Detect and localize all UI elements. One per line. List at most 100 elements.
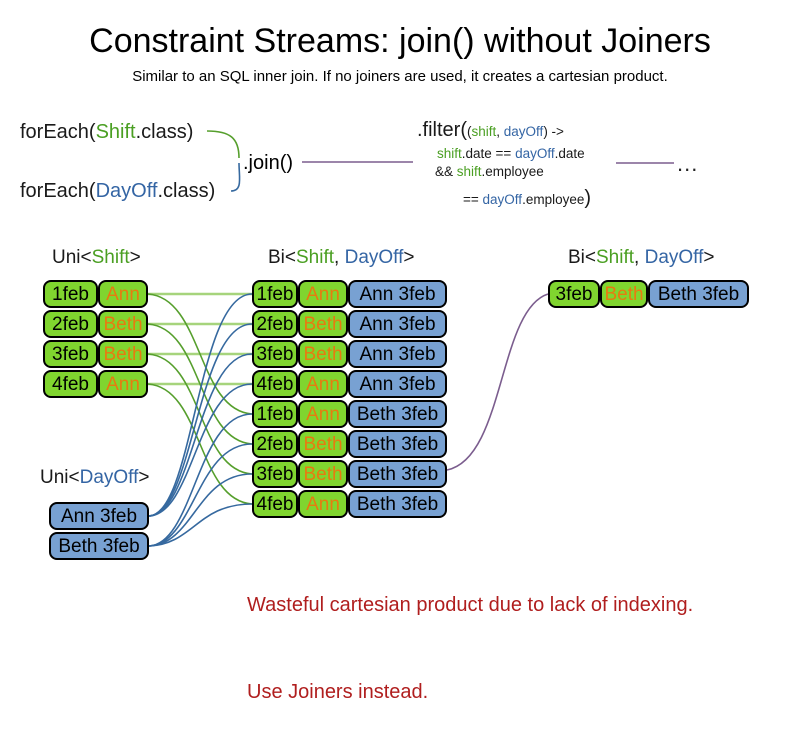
code-ellipsis: ... — [677, 151, 699, 176]
header-text: > — [703, 247, 715, 268]
code-text: == — [463, 192, 483, 207]
bi-row-cell-date: 3feb — [252, 340, 298, 368]
connector-lines-layer — [147, 130, 674, 547]
dayoff-link-curve — [148, 323, 253, 517]
bi-result-row-cell-emp: Beth — [600, 280, 648, 308]
uni-shift-row-cell-emp: Beth — [98, 310, 148, 338]
bi-result-row-cell-off: Beth 3feb — [648, 280, 749, 308]
code-text: .class) — [135, 121, 194, 143]
join-bracket-dayoff-line — [230, 162, 241, 192]
bi-row-cell-off: Beth 3feb — [348, 400, 447, 428]
code-text: .date == — [461, 146, 516, 161]
page-subtitle: Similar to an SQL inner join. If no join… — [132, 68, 668, 85]
bi-row-cell-date: 3feb — [252, 460, 298, 488]
bi-row-cell-off: Ann 3feb — [348, 340, 447, 368]
code-text-shift-param: shift — [471, 124, 497, 139]
header-text-shift: Shift — [596, 247, 635, 268]
bi-row-cell-emp: Ann — [298, 370, 348, 398]
header-text: Uni< — [40, 467, 80, 488]
shift-link-curve — [147, 323, 253, 445]
join-bracket-shift-line — [206, 130, 240, 159]
code-text: .employee — [522, 192, 585, 207]
dayoff-link-curve — [148, 413, 253, 547]
code-text: ) -> — [543, 124, 564, 139]
bi-row-cell-date: 2feb — [252, 310, 298, 338]
bi-row-cell-date: 2feb — [252, 430, 298, 458]
header-text: > — [403, 247, 415, 268]
header-text-dayoff: DayOff — [79, 467, 139, 488]
bi-row-cell-off: Ann 3feb — [348, 280, 447, 308]
code-text: .employee — [481, 164, 544, 179]
code-text: , — [496, 124, 504, 139]
code-text: .date — [554, 146, 585, 161]
code-text: forEach( — [20, 180, 96, 202]
bi-row-cell-date: 4feb — [252, 370, 298, 398]
code-filter-line3: && shift.employee — [435, 164, 544, 180]
bi-row-cell-off: Ann 3feb — [348, 310, 447, 338]
code-text: ) — [584, 187, 592, 209]
filter-result-curve — [446, 293, 549, 471]
page-title: Constraint Streams: join() without Joine… — [89, 22, 711, 60]
bi-row-cell-emp: Beth — [298, 460, 348, 488]
code-foreach-dayoff: forEach(DayOff.class) — [20, 180, 215, 202]
dayoff-link-curve — [148, 293, 253, 517]
uni-shift-row-cell-emp: Ann — [98, 370, 148, 398]
bi-row-cell-off: Ann 3feb — [348, 370, 447, 398]
code-text: forEach( — [20, 121, 96, 143]
shift-link-curve — [147, 293, 253, 415]
bi-row-cell-off: Beth 3feb — [348, 430, 447, 458]
header-bi-mid: Bi<Shift, DayOff> — [268, 247, 414, 269]
shift-link-curve — [147, 353, 253, 475]
bi-row-cell-emp: Ann — [298, 400, 348, 428]
uni-shift-row-cell-date: 4feb — [43, 370, 98, 398]
bi-row-cell-emp: Beth — [298, 340, 348, 368]
uni-shift-row-cell-emp: Beth — [98, 340, 148, 368]
bi-row-cell-emp: Beth — [298, 310, 348, 338]
bi-row-cell-emp: Ann — [298, 280, 348, 308]
bi-row-cell-emp: Ann — [298, 490, 348, 518]
code-filter-line2: shift.date == dayOff.date — [437, 146, 585, 162]
header-text-shift: Shift — [296, 247, 335, 268]
header-text-shift: Shift — [91, 247, 130, 268]
header-text: Bi< — [268, 247, 296, 268]
code-filter-line4: == dayOff.employee) — [463, 186, 591, 210]
bi-result-row-cell-date: 3feb — [548, 280, 600, 308]
bi-row-cell-emp: Beth — [298, 430, 348, 458]
uni-shift-row-cell-date: 1feb — [43, 280, 98, 308]
header-text-dayoff: DayOff — [644, 247, 704, 268]
uni-shift-row-cell-date: 2feb — [43, 310, 98, 338]
code-text: && — [435, 164, 457, 179]
slide: { "title": "Constraint Streams: join() w… — [20, 22, 749, 703]
code-text-dayoff-ref: dayOff — [482, 192, 523, 207]
code-join: .join() — [243, 152, 294, 174]
uni-dayoff-row-cell-off: Beth 3feb — [49, 532, 149, 560]
dayoff-link-curve — [148, 473, 253, 547]
header-text: Uni< — [52, 247, 92, 268]
uni-dayoff-row-cell-off: Ann 3feb — [49, 502, 149, 530]
header-text: , — [334, 247, 345, 268]
shift-link-curve — [147, 383, 253, 505]
code-text-shift-ref: shift — [437, 146, 462, 161]
header-bi-right: Bi<Shift, DayOff> — [568, 247, 714, 269]
bi-row-cell-off: Beth 3feb — [348, 460, 447, 488]
warning-line-2: Use Joiners instead. — [247, 681, 429, 703]
code-text-shift-class: Shift — [95, 121, 136, 143]
header-text-dayoff: DayOff — [344, 247, 404, 268]
dayoff-link-curve — [148, 503, 253, 547]
code-text-dayoff-param: dayOff — [503, 124, 544, 139]
dayoff-link-curve — [148, 383, 253, 517]
header-text: , — [634, 247, 645, 268]
uni-shift-row-cell-date: 3feb — [43, 340, 98, 368]
code-foreach-shift: forEach(Shift.class) — [20, 121, 193, 143]
code-text: ( — [467, 124, 472, 139]
dayoff-link-curve — [148, 353, 253, 517]
header-uni-shift: Uni<Shift> — [52, 247, 141, 269]
uni-shift-row-cell-emp: Ann — [98, 280, 148, 308]
code-text-dayoff-ref: dayOff — [515, 146, 555, 161]
code-text-dayoff-class: DayOff — [95, 180, 158, 202]
code-text: .filter( — [417, 119, 467, 141]
header-text: Bi< — [568, 247, 596, 268]
code-filter-line1: .filter((shift, dayOff) -> — [417, 118, 564, 142]
bi-row-cell-date: 4feb — [252, 490, 298, 518]
bi-row-cell-date: 1feb — [252, 280, 298, 308]
